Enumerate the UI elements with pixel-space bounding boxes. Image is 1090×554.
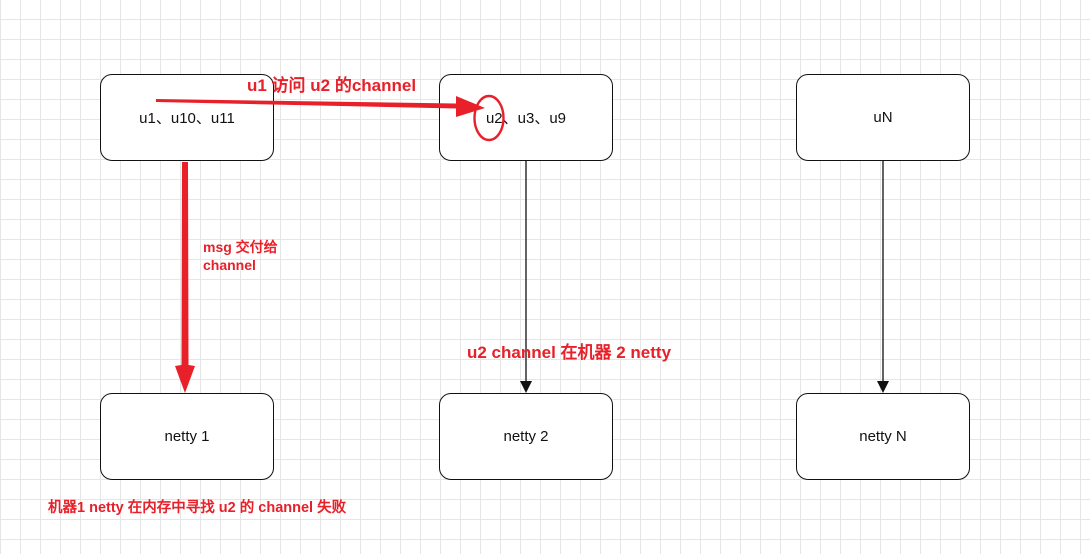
access-label: u1 访问 u2 的channel [247, 76, 417, 95]
netty-1-text: netty 1 [164, 428, 210, 445]
deliver-label-line-1: msg 交付给 [203, 239, 278, 255]
netty-n-text: netty N [859, 428, 907, 445]
user-group-n-box[interactable]: uN [796, 74, 970, 161]
netty-1-box[interactable]: netty 1 [100, 393, 274, 480]
failure-label: 机器1 netty 在内存中寻找 u2 的 channel 失败 [48, 500, 347, 516]
user-group-2-box[interactable]: u2、u3、u9 [439, 74, 613, 161]
user-group-2-text: u2、u3、u9 [485, 110, 567, 127]
deliver-label-line-2: channel [203, 257, 256, 273]
user-group-1-text: u1、u10、u11 [139, 110, 235, 127]
msg-delivery-arrow[interactable] [175, 162, 195, 393]
arrowhead-netty-2 [520, 381, 532, 393]
arrowhead-netty-n [877, 381, 889, 393]
netty-n-box[interactable]: netty N [796, 393, 970, 480]
u2-location-label: u2 channel 在机器 2 netty [467, 343, 672, 362]
user-group-n-text: uN [873, 109, 893, 126]
netty-2-text: netty 2 [503, 428, 549, 445]
netty-2-box[interactable]: netty 2 [439, 393, 613, 480]
